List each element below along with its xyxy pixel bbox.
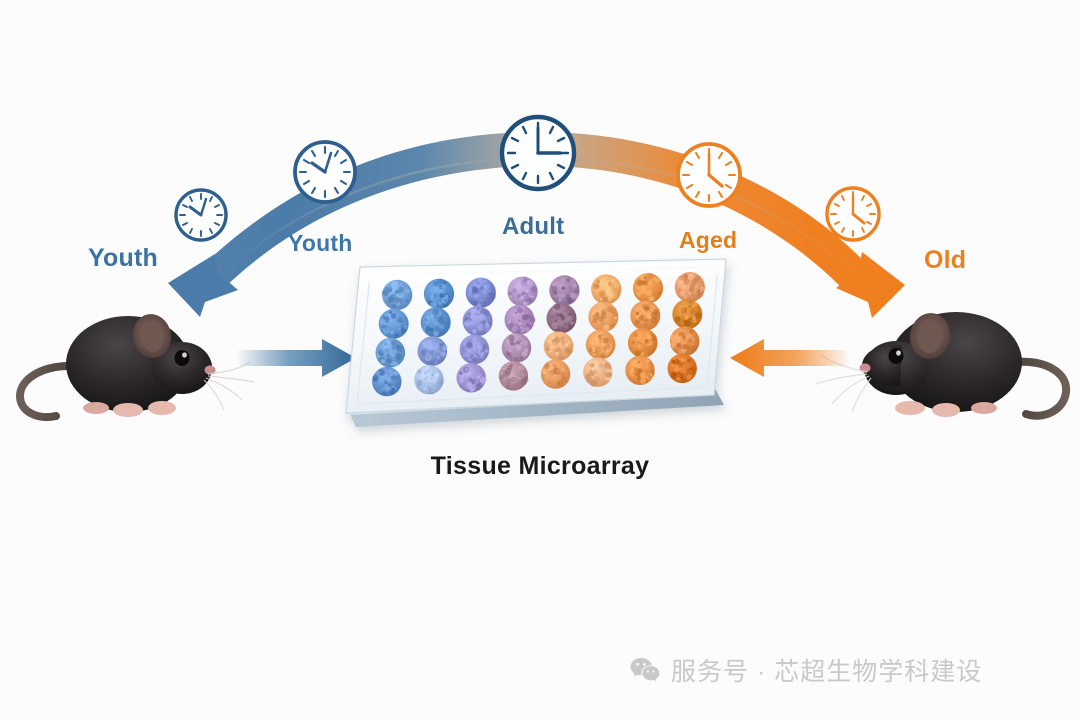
arrow-young-to-slide — [236, 339, 356, 377]
mouse-young-foot — [148, 401, 176, 415]
mouse-old-tail — [1012, 357, 1071, 420]
clock-group — [174, 114, 881, 242]
tissue-core-texture — [590, 302, 618, 331]
tissue-core[interactable] — [459, 334, 490, 365]
tissue-microarray-slide[interactable] — [330, 255, 750, 460]
clock-youth-mid-icon — [293, 140, 357, 204]
tissue-core-texture — [420, 340, 448, 365]
tissue-core-texture — [507, 306, 536, 334]
tissue-core-grid — [372, 272, 705, 397]
tissue-core-texture — [551, 276, 579, 305]
tissue-microarray-caption: Tissue Microarray — [430, 452, 650, 480]
tissue-core-texture — [634, 301, 659, 327]
tissue-core-texture — [428, 278, 450, 309]
label-adult: Adult — [502, 213, 565, 240]
tissue-core-texture — [461, 336, 489, 362]
tissue-core-texture — [466, 277, 496, 308]
watermark: 服务号 · 芯超生物学科建设 — [630, 652, 982, 688]
tissue-core-texture — [636, 272, 661, 302]
tissue-core-texture — [376, 339, 403, 367]
tissue-core-texture — [588, 331, 613, 358]
mouse-old-foot — [971, 402, 997, 414]
tissue-core[interactable] — [465, 277, 496, 308]
mouse-young-tail — [15, 362, 74, 421]
mouse-old-foot — [932, 403, 960, 417]
tissue-core-texture — [372, 369, 399, 397]
tissue-core-texture — [629, 358, 655, 384]
wechat-icon — [630, 658, 660, 682]
label-aged: Aged — [679, 227, 738, 253]
mouse-old-eye — [888, 348, 904, 364]
tissue-core-texture — [550, 303, 575, 332]
mouse-young-foot — [113, 403, 143, 417]
watermark-text: 服务号 · 芯超生物学科建设 — [671, 658, 983, 686]
mouse-young-eye — [174, 350, 190, 366]
tissue-core-texture — [541, 362, 568, 387]
tissue-core-texture — [505, 333, 529, 362]
tissue-core[interactable] — [669, 326, 700, 357]
tissue-core-texture — [585, 360, 613, 387]
tissue-core-texture — [379, 310, 408, 338]
tissue-core-texture — [422, 308, 449, 337]
tissue-core-texture — [670, 357, 696, 382]
clock-old-icon — [825, 186, 881, 242]
tissue-core-texture — [676, 272, 705, 302]
tissue-core-texture — [670, 328, 697, 356]
tissue-core-texture — [382, 280, 411, 309]
label-youth-mid: Youth — [288, 230, 353, 256]
arch-arrowhead-left — [168, 254, 238, 317]
label-old: Old — [924, 246, 967, 274]
tissue-core-texture — [632, 331, 657, 359]
tissue-core-texture — [674, 300, 702, 329]
clock-aged-icon — [676, 142, 742, 208]
tissue-core-texture — [463, 307, 491, 334]
tissue-core[interactable] — [543, 331, 574, 361]
mouse-young-foot — [83, 402, 109, 414]
tissue-core-texture — [458, 366, 487, 392]
tissue-core-texture — [593, 278, 620, 303]
arrow-old-to-slide — [730, 339, 850, 377]
clock-adult-icon — [499, 114, 577, 192]
mouse-old-nose — [859, 363, 871, 373]
tissue-core-texture — [508, 276, 538, 307]
clock-youth-left-icon — [174, 188, 228, 242]
tissue-core-texture — [499, 361, 529, 390]
mouse-young — [15, 314, 255, 421]
tissue-core[interactable] — [672, 299, 703, 330]
mouse-old-foot — [895, 401, 925, 415]
tissue-core-texture — [545, 334, 573, 361]
tissue-core-texture — [416, 365, 444, 395]
label-youth-left: Youth — [88, 244, 158, 272]
mouse-old — [815, 312, 1071, 420]
mouse-young-nose — [204, 365, 216, 375]
arch-arrowhead-right — [836, 252, 905, 318]
